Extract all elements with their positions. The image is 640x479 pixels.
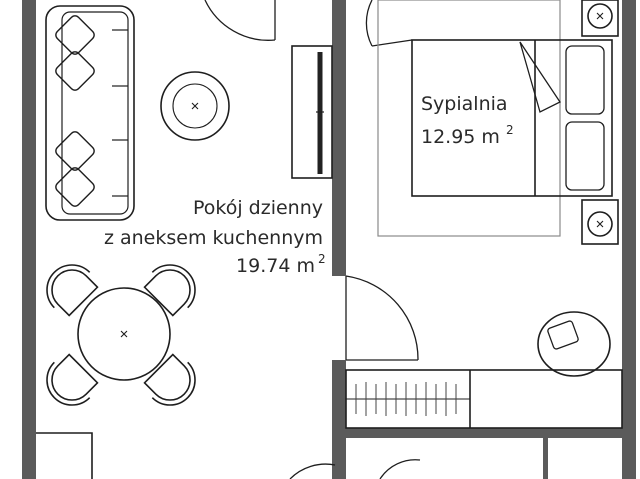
wardrobe [345,369,623,429]
double-bed [411,39,613,197]
walls [22,0,636,479]
living-room [36,0,336,479]
wall-center-upper [332,0,346,276]
wall-center-lower [332,360,346,479]
bed-pillows [565,45,605,191]
sofa-cushions [55,15,95,207]
bedroom-area-value: 12.95 m [421,126,500,148]
door-bedroom-lower [345,275,419,361]
room-labels: Pokój dzienny z aneksem kuchennym 19.74 … [104,93,514,277]
wall-bath-divider [543,438,548,479]
dining-table [77,287,171,381]
living-room-name-line2: z aneksem kuchennym [104,227,323,249]
coffee-table [160,71,230,141]
bedroom-area: 12.95 m [421,126,500,148]
door-living-top [204,0,276,41]
bedroom-rug [377,0,561,237]
tv-cabinet [291,45,333,179]
wall-bath-top [346,428,622,438]
dining-chair-top-right [143,264,196,317]
dining-chair-top-left [46,264,99,317]
sofa-seat-lines [112,29,128,197]
living-room-area-sup: 2 [318,252,326,266]
dining-chair-bottom-left [46,353,99,406]
kitchen-counter [36,432,93,479]
door-bathroom-right [379,459,421,479]
dining-chair-bottom-right [143,353,196,406]
nightstand-top [581,0,619,37]
door-bedroom-top [365,0,413,47]
bedroom-area-sup: 2 [506,123,514,137]
wardrobe-hangers [355,382,457,416]
wall-right [622,0,636,479]
nightstand-bottom [581,199,619,245]
bedroom [345,0,623,479]
wall-left [22,0,36,479]
bedroom-name: Sypialnia [421,93,508,115]
door-bathroom [289,463,336,479]
armchair [537,311,611,377]
sofa [45,5,135,221]
living-room-name-line1: Pokój dzienny [193,197,323,219]
living-room-area-value: 19.74 m [236,255,315,277]
living-room-area: 19.74 m [236,255,315,277]
